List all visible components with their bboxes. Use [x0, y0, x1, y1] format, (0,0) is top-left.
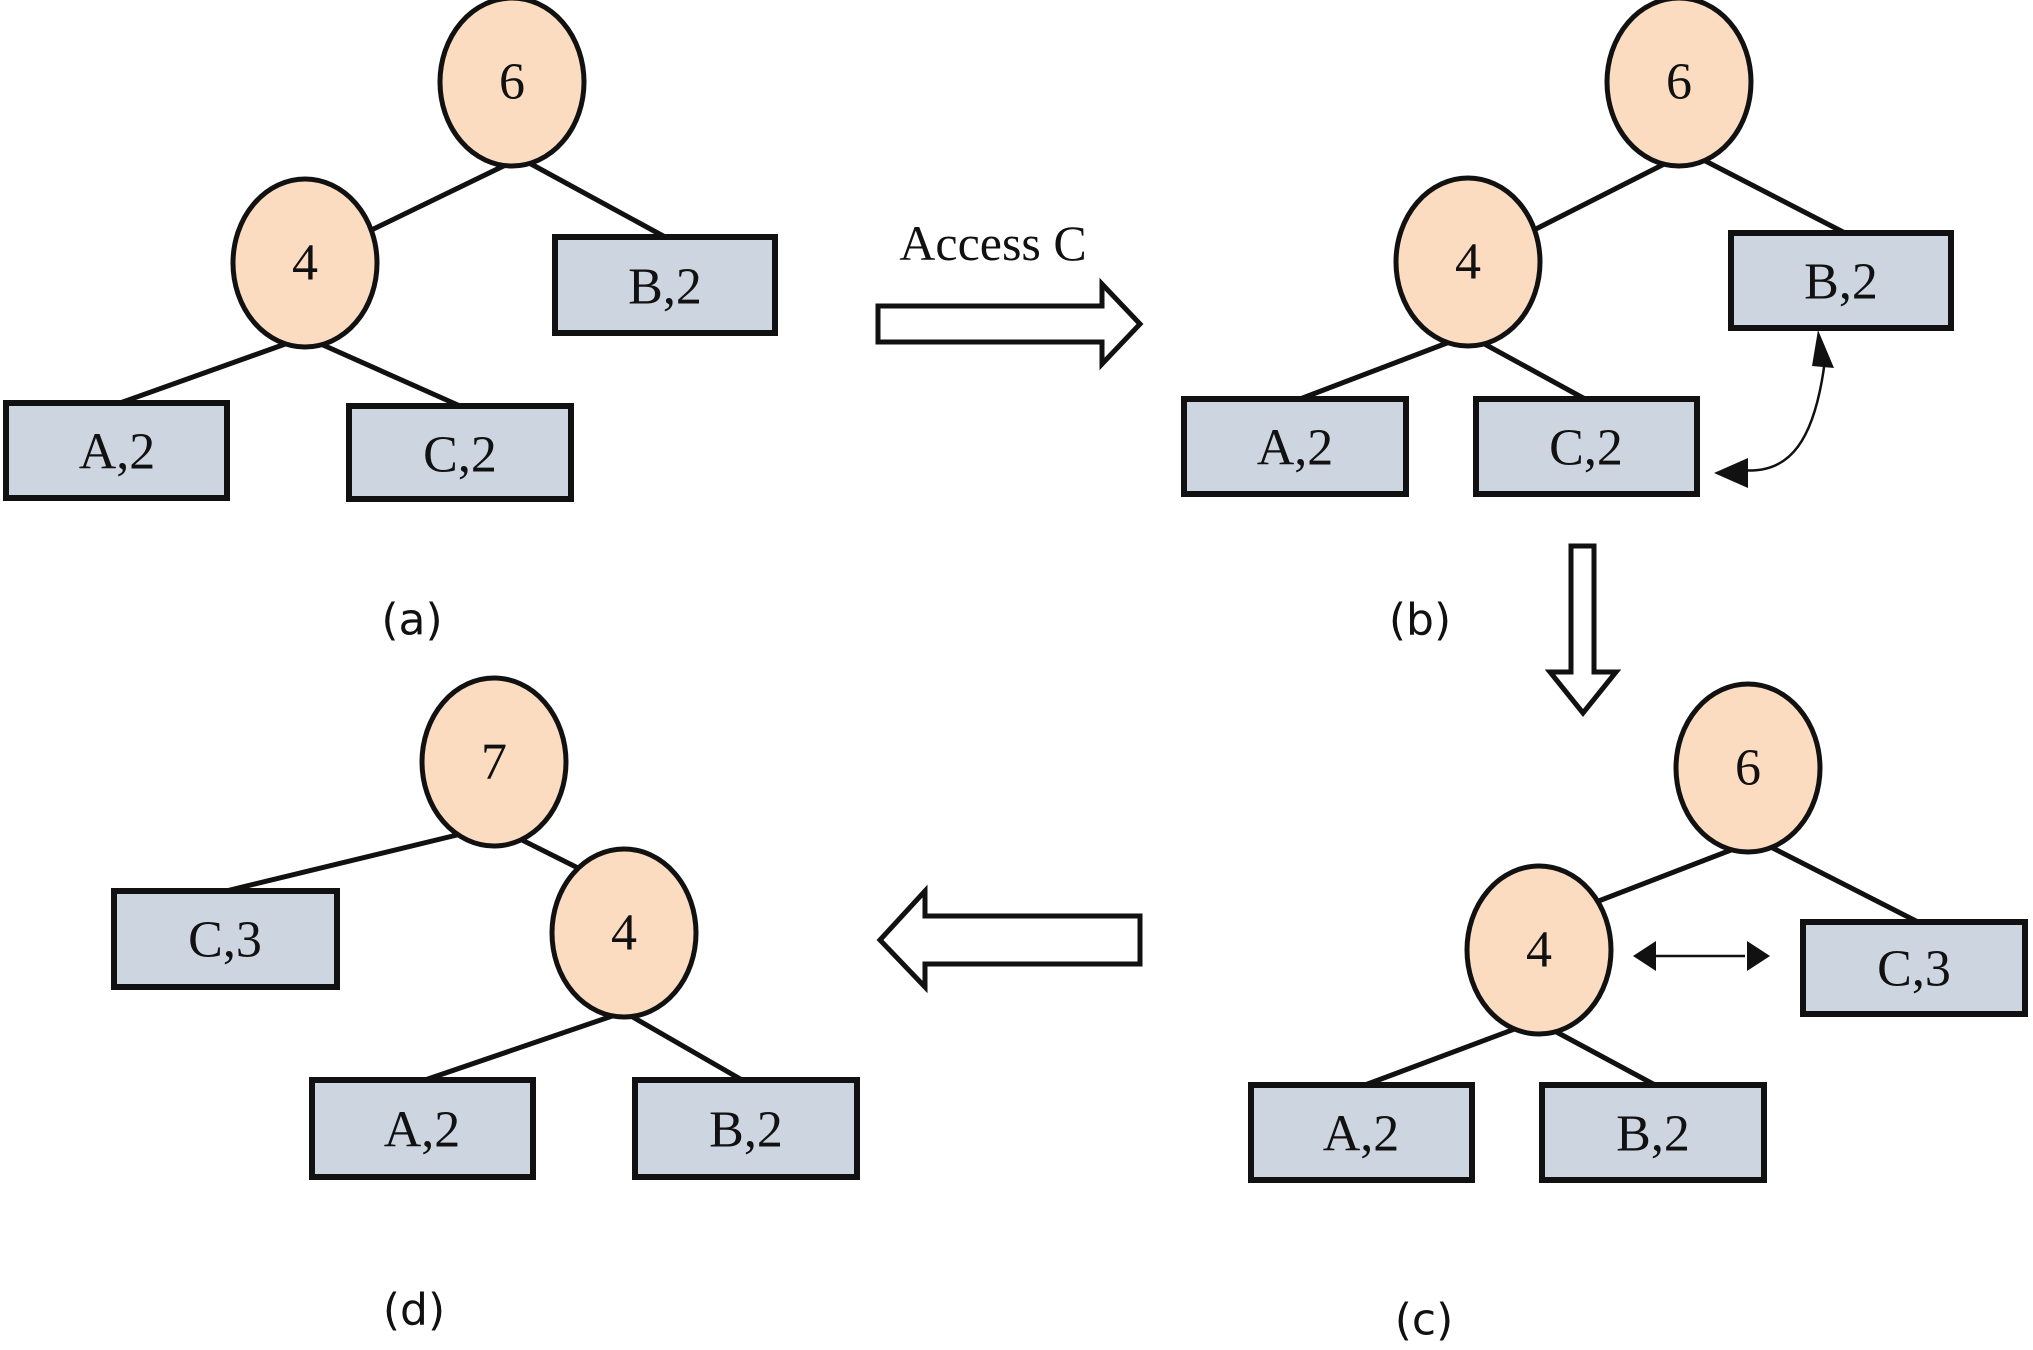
curved-swap-arrow-icon — [1714, 330, 1834, 488]
swap-double-arrow-icon — [1633, 941, 1770, 971]
edge-root-to-leaf-b — [1686, 149, 1847, 236]
arrowhead-right — [1747, 941, 1770, 971]
panel-label-d: (d) — [383, 1285, 445, 1336]
leaf-node-a-label: A,2 — [384, 1102, 461, 1159]
panel-a: 6 4 B,2 A,2 C,2 (a) — [3, 0, 778, 646]
leaf-node-a — [309, 1077, 536, 1180]
panel-label-c: (c) — [1395, 1295, 1454, 1346]
root-node-value: 6 — [499, 54, 525, 111]
leaf-node-b-label: B,2 — [1616, 1106, 1690, 1163]
root-node — [437, 0, 587, 169]
root-node-value: 7 — [481, 734, 507, 791]
panel-c: 6 4 C,3 A,2 B,2 (c) — [1248, 681, 2028, 1346]
leaf-node-c-label: C,3 — [188, 912, 262, 969]
edge-inner-to-leaf-c — [303, 334, 462, 409]
panel-d: 7 4 C,3 A,2 B,2 (d) — [111, 675, 860, 1336]
down-block-arrow-icon — [1544, 543, 1622, 717]
edge-inner-to-leaf-a — [119, 334, 306, 406]
leaf-node-a — [1248, 1082, 1475, 1183]
inner-node — [1393, 175, 1543, 349]
leaf-node-a-label: A,2 — [1257, 420, 1334, 477]
panel-b: 6 4 B,2 A,2 C,2 (b) — [1181, 0, 1954, 646]
edge-inner-to-leaf-a — [424, 1009, 625, 1083]
panel-label-b: (b) — [1389, 595, 1451, 646]
right-block-arrow-icon — [875, 277, 1144, 371]
edge-root-to-leaf-b — [518, 155, 667, 240]
root-node-value: 6 — [1735, 740, 1761, 797]
root-node-value: 6 — [1666, 54, 1692, 111]
leaf-node-b-label: B,2 — [1804, 254, 1878, 311]
inner-node — [549, 846, 699, 1020]
root-node — [419, 675, 569, 849]
leaf-node-b-label: B,2 — [709, 1102, 783, 1159]
leaf-node-c-label: C,3 — [1877, 941, 1951, 998]
leaf-node-c — [1473, 396, 1700, 497]
inner-node-value: 4 — [1526, 922, 1552, 979]
leaf-node-a-label: A,2 — [1323, 1106, 1400, 1163]
inner-node-value: 4 — [1455, 234, 1481, 291]
left-block-arrow-icon — [876, 884, 1143, 994]
inner-node-value: 4 — [611, 905, 637, 962]
edge-inner-to-leaf-a — [1364, 1018, 1537, 1088]
arrowhead-left — [1714, 458, 1748, 488]
leaf-node-a — [3, 400, 230, 501]
leaf-node-c — [111, 888, 340, 990]
transition-label: Access C — [899, 215, 1086, 271]
leaf-node-b — [1539, 1082, 1767, 1183]
arrowhead-up — [1812, 330, 1834, 368]
root-node — [1673, 681, 1823, 855]
edge-inner-to-leaf-a — [1299, 332, 1469, 402]
leaf-node-b — [632, 1077, 860, 1180]
edge-inner-to-leaf-b — [622, 1009, 744, 1083]
inner-node-value: 4 — [292, 235, 318, 292]
panel-label-a: (a) — [381, 595, 442, 646]
edge-root-to-leaf-c — [1755, 837, 1920, 925]
transition-access-c: Access C — [875, 215, 1144, 371]
leaf-node-a-label: A,2 — [79, 424, 156, 481]
leaf-node-b-label: B,2 — [628, 259, 702, 316]
edge-inner-to-leaf-c — [1466, 332, 1587, 402]
leaf-node-a — [1181, 396, 1409, 497]
edge-root-to-inner — [353, 155, 522, 241]
root-node — [1604, 0, 1754, 169]
inner-node — [1464, 863, 1614, 1037]
inner-node — [230, 176, 380, 350]
arrowhead-left — [1633, 941, 1656, 971]
leaf-node-c — [1800, 919, 2028, 1017]
curved-swap-arrow-path — [1741, 359, 1827, 472]
leaf-node-c — [346, 403, 574, 502]
leaf-node-b — [1728, 230, 1954, 331]
leaf-node-c-label: C,2 — [423, 427, 497, 484]
leaf-node-c-label: C,2 — [1549, 420, 1623, 477]
edge-root-to-leaf-c — [225, 823, 495, 894]
leaf-node-b — [552, 234, 778, 336]
